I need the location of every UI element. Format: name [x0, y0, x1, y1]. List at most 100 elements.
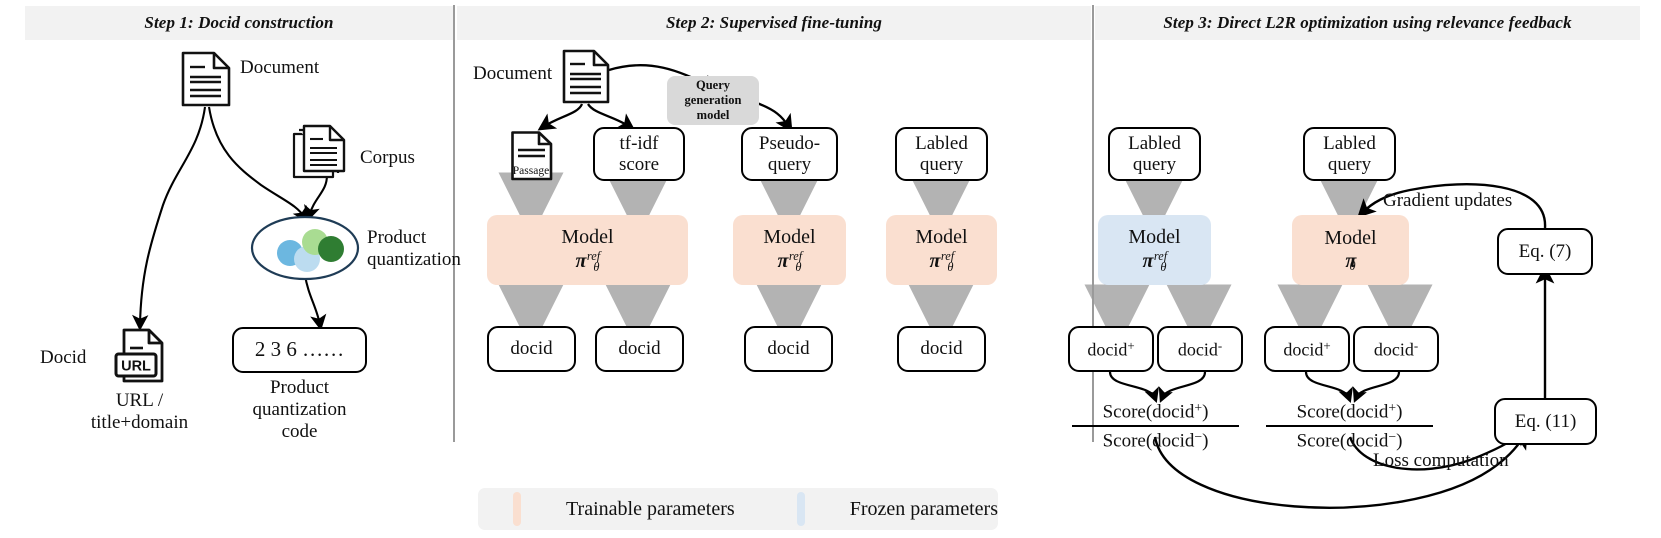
- score-num-close-2: ): [1396, 401, 1403, 423]
- legend-swatch-trainable: [513, 492, 522, 526]
- model-prefix-2: Model: [763, 226, 816, 249]
- score-ratio-ref: Score(docid+) Score(docid−): [1072, 400, 1239, 452]
- score-num-close-1: ): [1202, 401, 1209, 423]
- pseudo-query-box: Pseudo- query: [741, 127, 838, 181]
- document-icon-step1: [180, 50, 232, 113]
- docid-pos-ref-sign: +: [1127, 337, 1135, 353]
- model-prefix-3: Model: [915, 226, 968, 249]
- qgm-line2: generation: [684, 92, 742, 107]
- model-symbol-2: π: [777, 250, 789, 273]
- labled-query-box-step3-theta: Labled query: [1303, 127, 1396, 181]
- docid-neg-theta-sign: -: [1413, 337, 1419, 353]
- tfidf-line1: tf-idf: [619, 132, 659, 154]
- labled-query-s2-line1: Labled: [915, 132, 968, 154]
- score-den-close-1: ): [1202, 430, 1209, 452]
- url-caption-line1: URL /: [115, 390, 164, 411]
- score-num-sign-1: +: [1194, 400, 1203, 415]
- model-sup-1: ref: [586, 249, 601, 264]
- url-docid-icon: URL: [113, 327, 165, 390]
- pq-label-line2: quantization: [367, 249, 461, 271]
- model-sub-1: θ: [593, 259, 600, 274]
- qgm-line1: Query: [695, 77, 731, 92]
- pq-code-caption: Product quantization code: [237, 377, 362, 443]
- s3-model2-sub: θ: [1349, 259, 1356, 274]
- docid-neg-ref-text: docid: [1177, 339, 1218, 360]
- score-ratio-theta-den: Score(docid−): [1266, 427, 1433, 453]
- document-icon-step2: [561, 48, 611, 110]
- model-prefix-1: Model: [561, 226, 614, 249]
- score-den-text-1: Score(docid: [1102, 430, 1195, 452]
- model-sup-2: ref: [788, 249, 803, 264]
- score-num-text-1: Score(docid: [1102, 401, 1195, 423]
- s3-model1-sup: ref: [1153, 249, 1168, 264]
- svg-text:URL: URL: [121, 359, 151, 375]
- model-sup-3: ref: [940, 249, 955, 264]
- query-generation-model-box: Query generation model: [667, 76, 759, 125]
- panel-title-step2: Step 2: Supervised fine-tuning: [666, 13, 882, 32]
- pseudo-query-line2: query: [767, 154, 812, 175]
- docid-pos-ref-text: docid: [1087, 339, 1128, 360]
- docid-pos-theta-text: docid: [1283, 339, 1324, 360]
- score-ratio-theta: Score(docid+) Score(docid−): [1266, 400, 1433, 452]
- url-caption-line2: title+domain: [90, 412, 189, 434]
- s3-query2-line2: query: [1327, 154, 1372, 175]
- labled-query-box-step2: Labled query: [895, 127, 988, 181]
- passage-icon: Passage: [510, 130, 554, 187]
- score-num-text-2: Score(docid: [1296, 401, 1389, 423]
- score-ratio-ref-den: Score(docid−): [1072, 427, 1239, 453]
- svg-text:Passage: Passage: [513, 165, 549, 177]
- pq-code-caption-line2: quantization: [252, 399, 347, 421]
- s3-model1-symbol: π: [1142, 250, 1154, 273]
- product-quantization-ellipse: [249, 214, 361, 287]
- docid-neg-box-ref: docid-: [1157, 326, 1243, 372]
- pq-code-caption-line3: code: [281, 421, 318, 443]
- legend-panel: Trainable parameters Frozen parameters: [478, 488, 998, 530]
- score-den-close-2: ): [1396, 430, 1403, 452]
- docid-pos-box-theta: docid+: [1264, 326, 1350, 372]
- model-box-step2-pseudo: Model πrefθ: [733, 215, 846, 285]
- score-ratio-theta-num: Score(docid+): [1266, 400, 1433, 427]
- document-label-step2: Document: [473, 63, 553, 84]
- s3-query1-line2: query: [1132, 154, 1177, 175]
- panel-title-step3: Step 3: Direct L2R optimization using re…: [1163, 13, 1572, 32]
- tfidf-line2: score: [618, 154, 660, 175]
- s3-model1-sub: θ: [1160, 259, 1167, 274]
- labled-query-box-step3-ref: Labled query: [1108, 127, 1201, 181]
- pq-code-box: 2 3 6 ……: [232, 327, 367, 373]
- s3-query1-line1: Labled: [1128, 132, 1181, 154]
- pq-code-caption-line1: Product: [269, 377, 330, 398]
- model-box-step2-wide: Model πrefθ: [487, 215, 688, 285]
- panel-header-step1: Step 1: Docid construction: [25, 6, 453, 40]
- model-symbol-3: π: [929, 250, 941, 273]
- score-num-sign-2: +: [1388, 400, 1397, 415]
- score-den-text-2: Score(docid: [1296, 430, 1389, 452]
- docid-neg-ref-sign: -: [1217, 337, 1223, 353]
- tfidf-score-box: tf-idf score: [593, 127, 685, 181]
- legend-swatch-frozen: [796, 492, 805, 526]
- document-label-step1: Document: [240, 57, 320, 78]
- score-ratio-ref-num: Score(docid+): [1072, 400, 1239, 427]
- url-caption: URL / title+domain: [77, 390, 202, 434]
- panel-divider-1: [453, 5, 455, 442]
- docid-box-step2-3: docid: [744, 326, 833, 372]
- docid-pos-box-ref: docid+: [1068, 326, 1154, 372]
- gradient-updates-label: Gradient updates: [1383, 190, 1513, 211]
- eq7-box: Eq. (7): [1497, 228, 1593, 275]
- docid-label: Docid: [40, 347, 87, 368]
- legend-label-frozen: Frozen parameters: [849, 497, 998, 520]
- model-sub-3: θ: [947, 259, 954, 274]
- panel-title-step1: Step 1: Docid construction: [144, 13, 334, 32]
- model-sub-2: θ: [795, 259, 802, 274]
- panel-header-step2: Step 2: Supervised fine-tuning: [457, 6, 1091, 40]
- docid-neg-box-theta: docid-: [1353, 326, 1439, 372]
- docid-neg-theta-text: docid: [1373, 339, 1414, 360]
- pseudo-query-line1: Pseudo-: [758, 132, 821, 154]
- docid-box-step2-4: docid: [897, 326, 986, 372]
- model-box-step3-ref: Model πrefθ: [1098, 215, 1211, 285]
- docid-box-step2-2: docid: [595, 326, 684, 372]
- docid-pos-theta-sign: +: [1323, 337, 1331, 353]
- labled-query-s2-line2: query: [919, 154, 964, 175]
- panel-divider-2: [1092, 5, 1094, 442]
